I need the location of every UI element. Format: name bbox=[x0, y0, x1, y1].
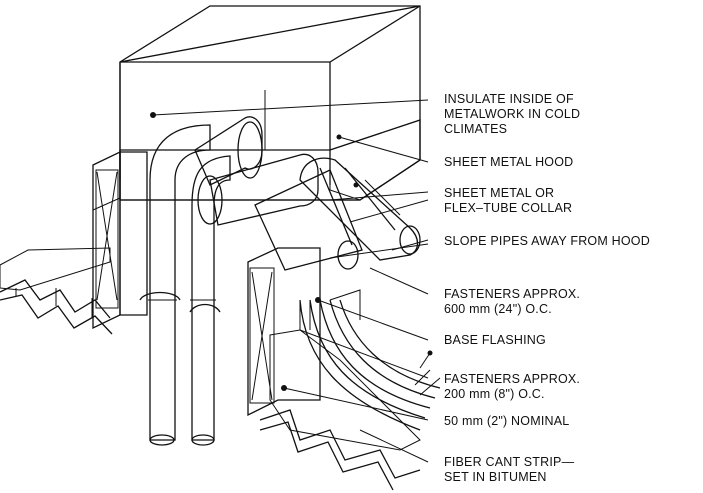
label-nominal: 50 mm (2") NOMINAL bbox=[444, 414, 570, 428]
label-cant-strip: FIBER CANT STRIP— SET IN BITUMEN bbox=[444, 455, 575, 484]
horizontal-pipes bbox=[194, 116, 421, 271]
vertical-pipes bbox=[139, 124, 231, 446]
left-curb bbox=[92, 150, 148, 330]
label-fasteners-600: FASTENERS APPROX. 600 mm (24") O.C. bbox=[444, 287, 581, 316]
label-base-flashing: BASE FLASHING bbox=[444, 333, 546, 347]
label-collar: SHEET METAL OR FLEX–TUBE COLLAR bbox=[444, 186, 573, 215]
right-curb bbox=[247, 247, 441, 491]
label-sheet-metal-hood: SHEET METAL HOOD bbox=[444, 155, 574, 169]
left-roof-deck bbox=[0, 247, 113, 335]
label-slope-pipes: SLOPE PIPES AWAY FROM HOOD bbox=[444, 234, 650, 248]
label-fasteners-200: FASTENERS APPROX. 200 mm (8") O.C. bbox=[444, 372, 581, 401]
label-insulate: INSULATE INSIDE OF METALWORK IN COLD CLI… bbox=[444, 92, 581, 136]
leader-lines bbox=[152, 99, 441, 463]
